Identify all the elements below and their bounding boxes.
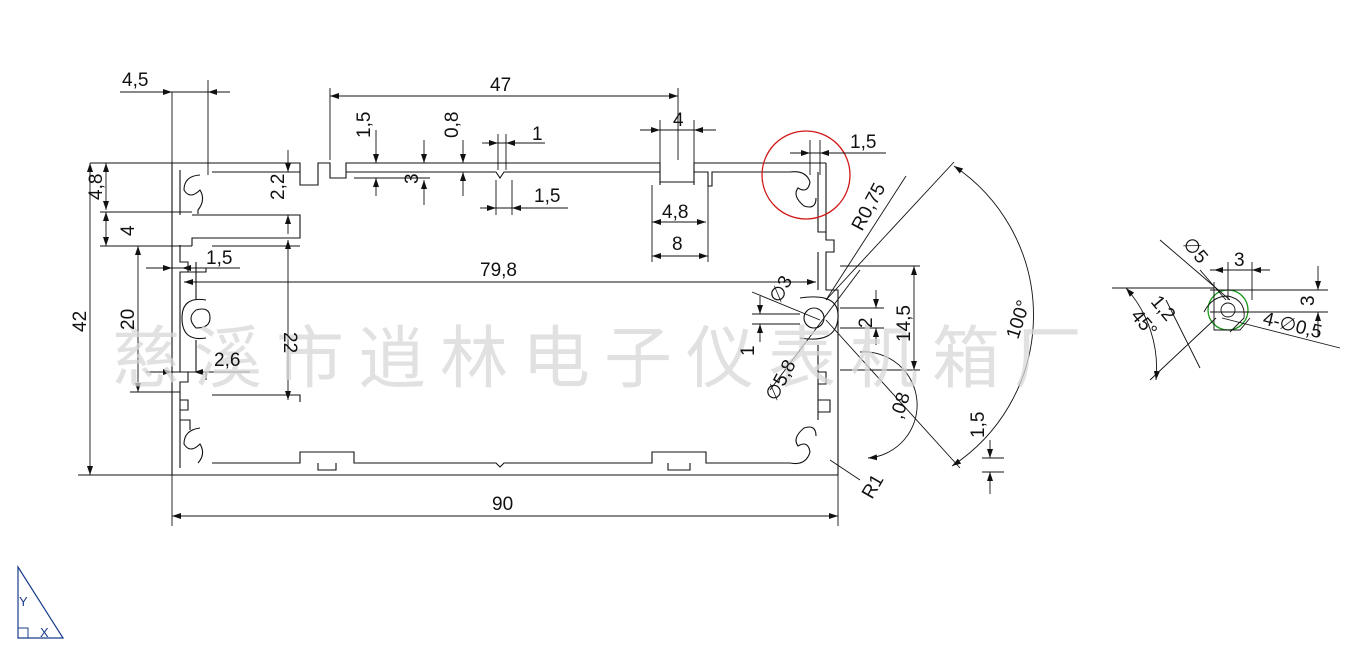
dim-90: 90 <box>492 494 513 515</box>
dimension-lines <box>78 80 1341 526</box>
detail-3-top: 3 <box>1234 250 1245 271</box>
profile-outline <box>171 162 839 476</box>
dim-4-8-slot: 4,8 <box>662 202 688 223</box>
dim-47: 47 <box>490 75 511 96</box>
dim-r1: R1 <box>858 471 888 503</box>
dim-4-left: 4 <box>118 225 139 236</box>
dim-1-5-bottom: 1,5 <box>968 412 989 438</box>
dim-22: 22 <box>279 332 300 353</box>
dim-1-hole: 1 <box>738 345 759 356</box>
dim-1-5-mid: 1,5 <box>534 186 560 207</box>
highlight-circle-red <box>761 130 851 220</box>
ucs-y-label: Y <box>19 594 28 609</box>
dim-2: 2 <box>856 317 877 328</box>
dim-1-5-top: 1,5 <box>354 112 375 138</box>
ucs-x-label: X <box>40 625 49 640</box>
watermark: 慈溪市逍林电子仪表机箱厂 <box>112 320 1096 399</box>
dim-79-8: 79,8 <box>480 260 517 281</box>
dim-2-6: 2,6 <box>214 350 240 371</box>
dim-14-5: 14,5 <box>894 305 915 342</box>
dim-2-2: 2,2 <box>268 174 289 200</box>
dim-3-top: 3 <box>402 173 423 184</box>
dim-20: 20 <box>118 309 139 330</box>
dim-r0-75: R0,75 <box>848 180 890 235</box>
dim-1-5-left: 1,5 <box>206 248 232 269</box>
detail-3-right: 3 <box>1298 295 1319 306</box>
dim-4-5: 4,5 <box>122 70 148 91</box>
ucs-icon: Y X <box>17 564 65 640</box>
dim-0-8: 0,8 <box>442 112 463 138</box>
dim-phi3: ∅3 <box>766 273 797 307</box>
dim-1: 1 <box>532 124 543 145</box>
dim-4-top: 4 <box>673 110 684 131</box>
detail-phi5: ∅5 <box>1178 234 1212 268</box>
dim-4-8-left: 4,8 <box>86 174 107 200</box>
dim-42: 42 <box>70 311 91 332</box>
dim-8: 8 <box>672 234 683 255</box>
detail-4-phi0-5: 4-∅0,5 <box>1261 308 1324 343</box>
dimension-labels: 4,5 47 1,5 0,8 1 4 1,5 3 2,2 1,5 4,8 4,8… <box>70 70 1324 515</box>
dim-1-5-right: 1,5 <box>850 132 876 153</box>
